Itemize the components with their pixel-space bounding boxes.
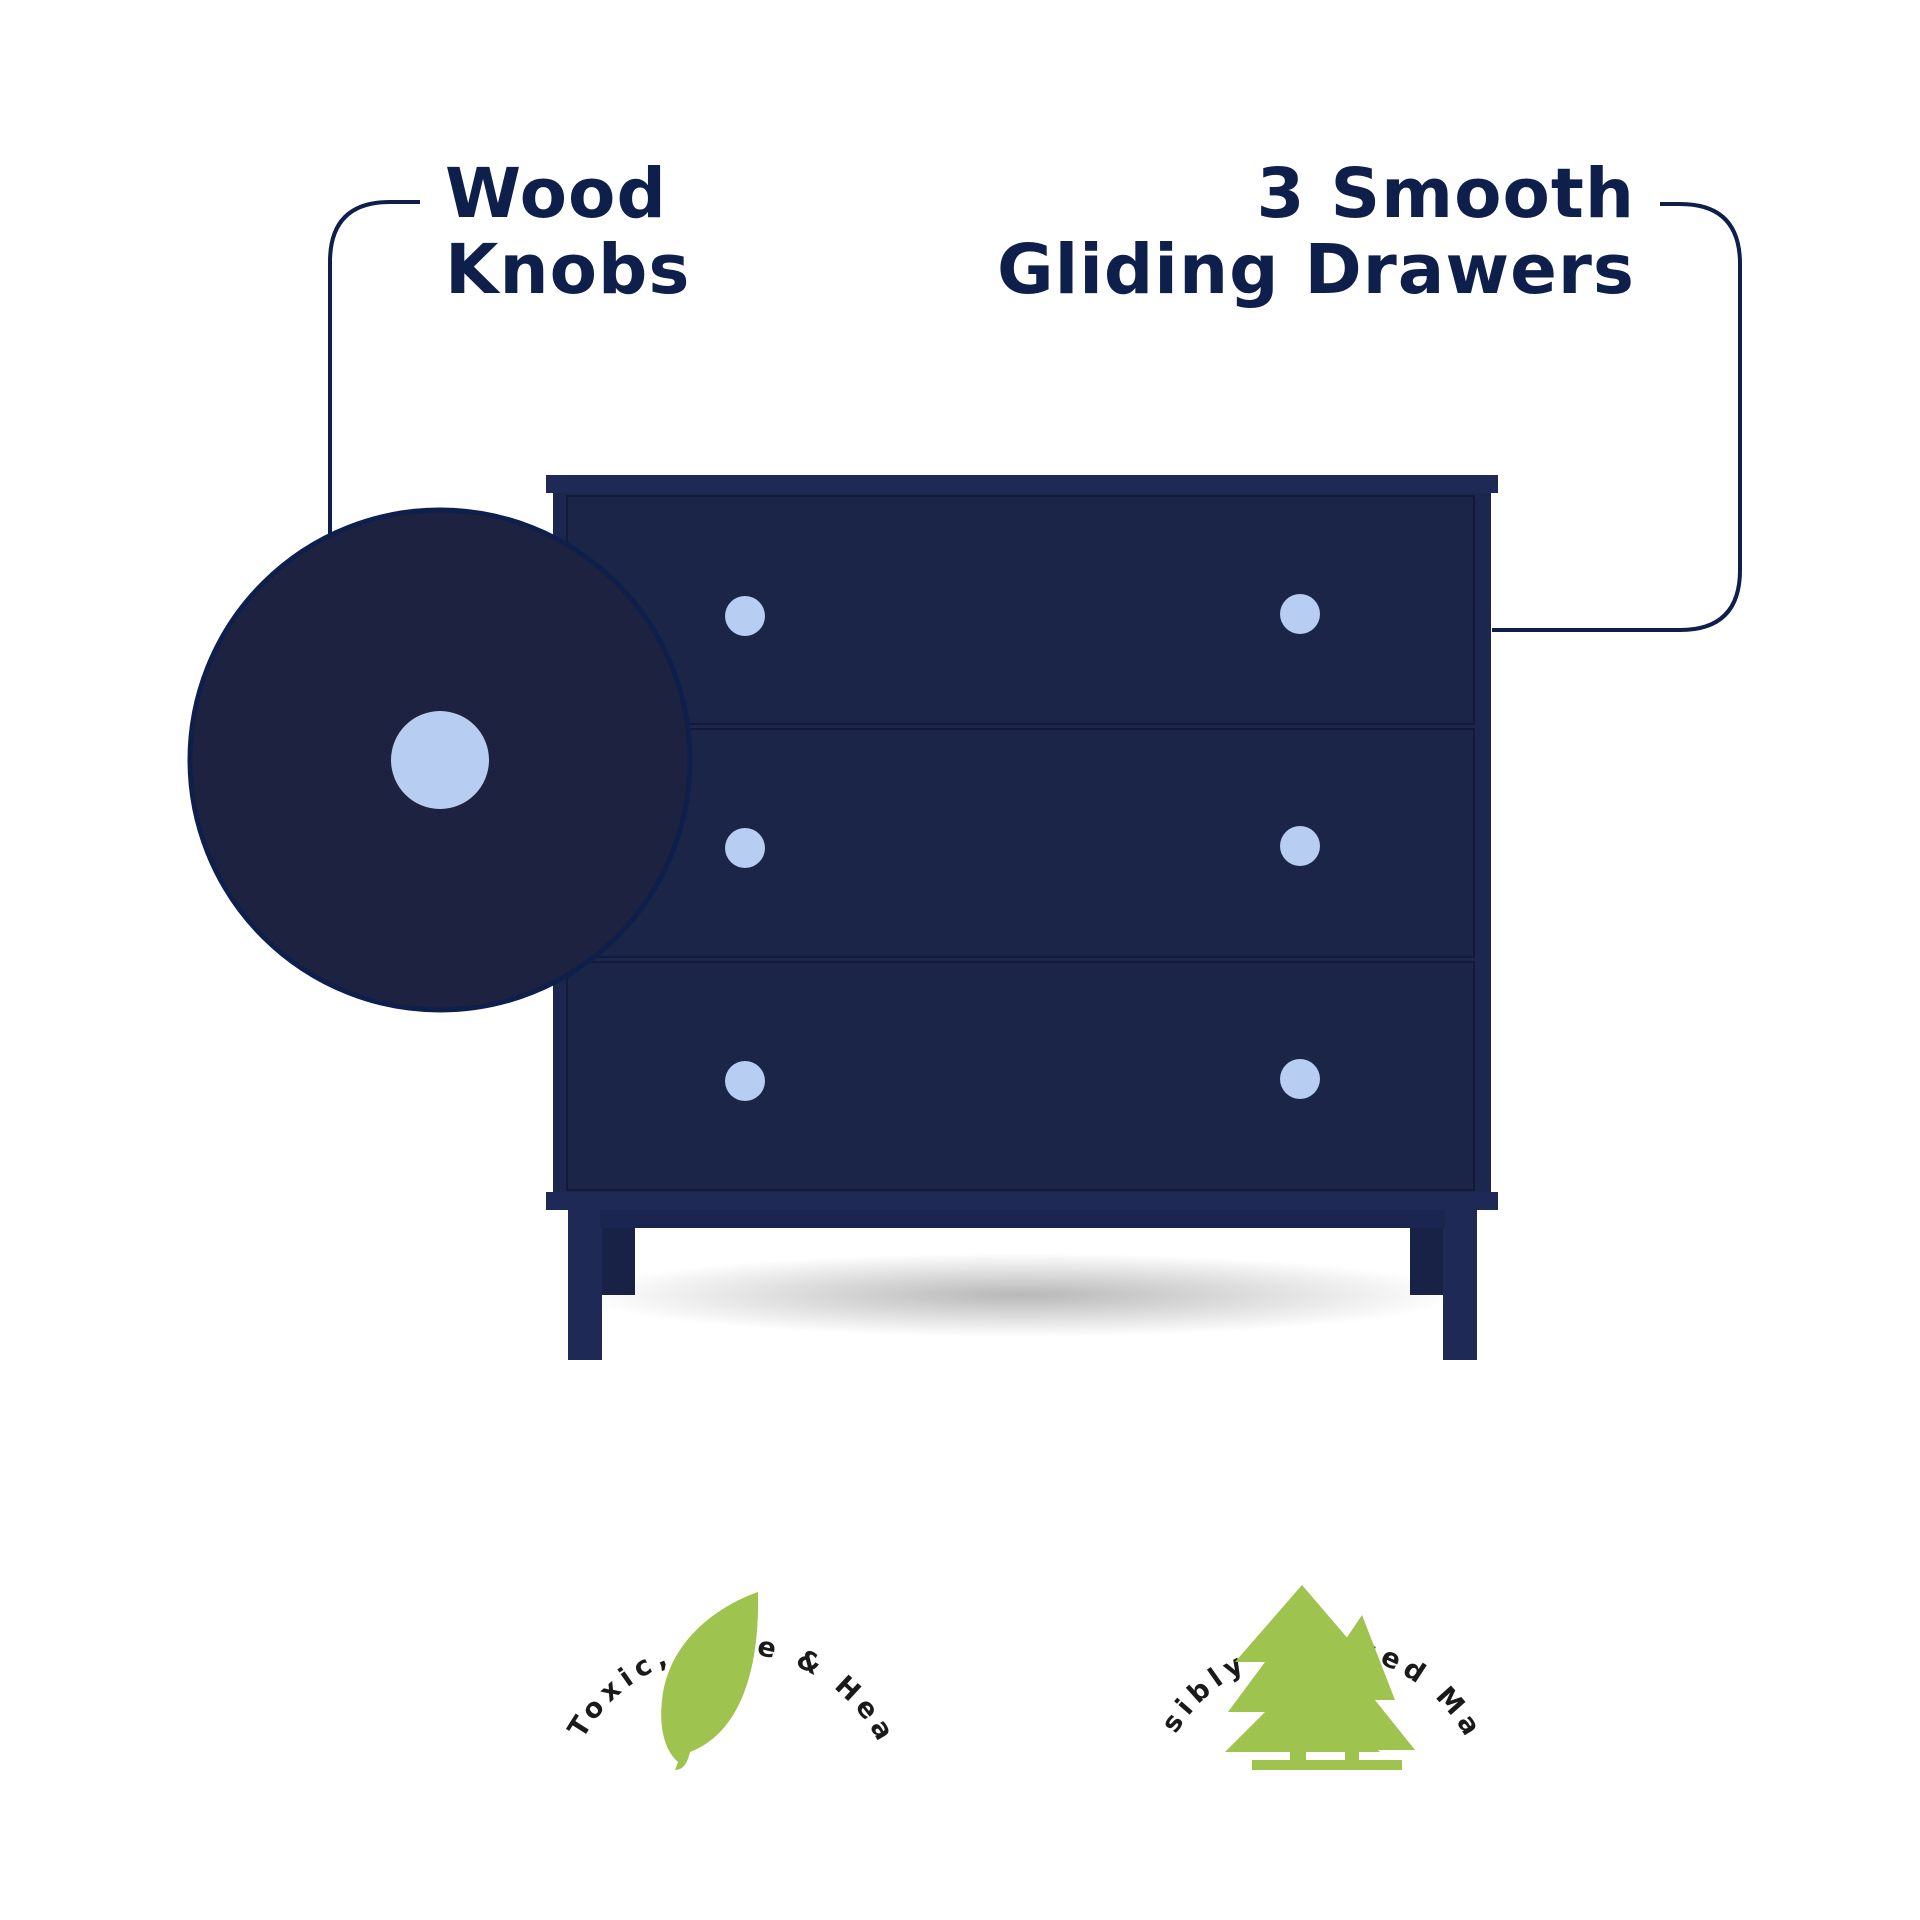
drawer-3-knob-left (725, 1061, 765, 1101)
callout-connector-right (1492, 202, 1742, 632)
dresser (546, 475, 1498, 1360)
callout-wood-knobs: Wood Knobs (445, 156, 690, 308)
floor-shadow (580, 1253, 1460, 1337)
drawer-front-2 (566, 728, 1475, 958)
dresser-leg-front-right (1443, 1200, 1477, 1360)
drawer-front-3 (566, 961, 1475, 1191)
leaf-icon (661, 1592, 759, 1770)
callout-connector-left (328, 200, 420, 538)
callout-wood-knobs-line2: Knobs (445, 230, 691, 310)
drawer-2-knob-right (1280, 826, 1320, 866)
callout-gliding-drawers: 3 Smooth Gliding Drawers (997, 156, 1635, 308)
drawer-1-knob-left (725, 596, 765, 636)
callout-gliding-drawers-line2: Gliding Drawers (996, 230, 1635, 310)
drawer-front-1 (566, 495, 1475, 725)
dresser-base (546, 1192, 1498, 1210)
dresser-top (546, 475, 1498, 493)
dresser-apron (600, 1208, 1445, 1228)
drawer-3-knob-right (1280, 1059, 1320, 1099)
knob-zoom-detail (187, 507, 693, 1013)
drawer-1-knob-right (1280, 594, 1320, 634)
zoomed-knob (391, 711, 489, 809)
callout-wood-knobs-line1: Wood (445, 154, 667, 234)
pine-trees-icon (1225, 1585, 1415, 1770)
dresser-leg-front-left (568, 1200, 602, 1360)
callout-gliding-drawers-line1: 3 Smooth (1256, 154, 1635, 234)
drawer-2-knob-left (725, 828, 765, 868)
